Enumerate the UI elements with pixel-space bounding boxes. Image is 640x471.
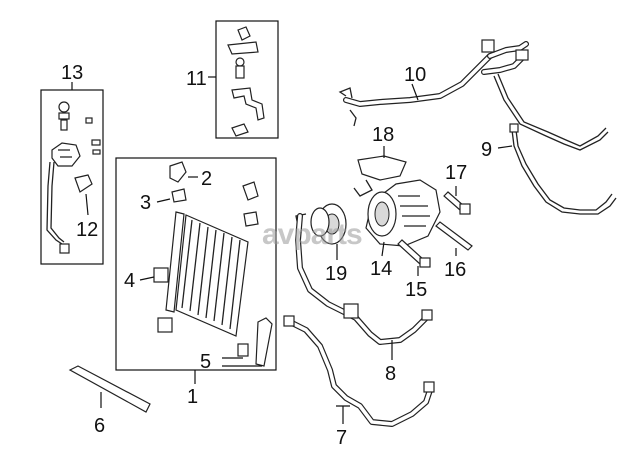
callout-16: 16 xyxy=(444,259,466,281)
part-18-bracket xyxy=(353,146,407,197)
part-9-tube xyxy=(497,123,617,215)
part-2-bracket xyxy=(169,161,187,183)
part-15-bolt xyxy=(397,239,431,276)
callout-1: 1 xyxy=(187,386,198,408)
callout-7: 7 xyxy=(336,427,347,449)
callout-12: 12 xyxy=(76,219,98,241)
group-11-frame xyxy=(215,20,279,139)
callout-4: 4 xyxy=(124,270,135,292)
group-13-assembly xyxy=(40,82,104,265)
receiver-dryer xyxy=(255,317,273,367)
callout-13: 13 xyxy=(61,62,83,84)
watermark-logo: avparts xyxy=(262,218,362,251)
callout-3: 3 xyxy=(140,192,151,214)
group-11-assembly xyxy=(208,20,279,139)
callout-2: 2 xyxy=(201,168,212,190)
callout-11: 11 xyxy=(186,68,207,90)
callout-10: 10 xyxy=(404,64,426,86)
part-16-bolt xyxy=(435,221,473,256)
callout-17: 17 xyxy=(445,162,467,184)
callout-14: 14 xyxy=(370,258,392,280)
callout-8: 8 xyxy=(385,363,396,385)
part-17-bolt xyxy=(443,186,471,215)
part-10-hose xyxy=(338,39,609,151)
callout-6: 6 xyxy=(94,415,105,437)
condenser-core xyxy=(175,214,249,337)
group-1-condenser-assembly xyxy=(115,157,277,384)
part-19-clutch xyxy=(295,203,347,260)
part-14-compressor xyxy=(365,179,441,257)
callout-19: 19 xyxy=(325,263,347,285)
part-6-seal xyxy=(68,365,151,413)
part-4-cushion xyxy=(153,267,169,283)
callout-9: 9 xyxy=(481,139,492,161)
callout-5: 5 xyxy=(200,351,211,373)
callout-18: 18 xyxy=(372,124,394,146)
part-7-tube xyxy=(283,315,435,427)
part-8-hose xyxy=(295,213,433,360)
part-3-cushion xyxy=(171,188,187,203)
callout-15: 15 xyxy=(405,279,427,301)
part-5-filter xyxy=(237,343,249,357)
group-1-frame xyxy=(115,157,277,371)
